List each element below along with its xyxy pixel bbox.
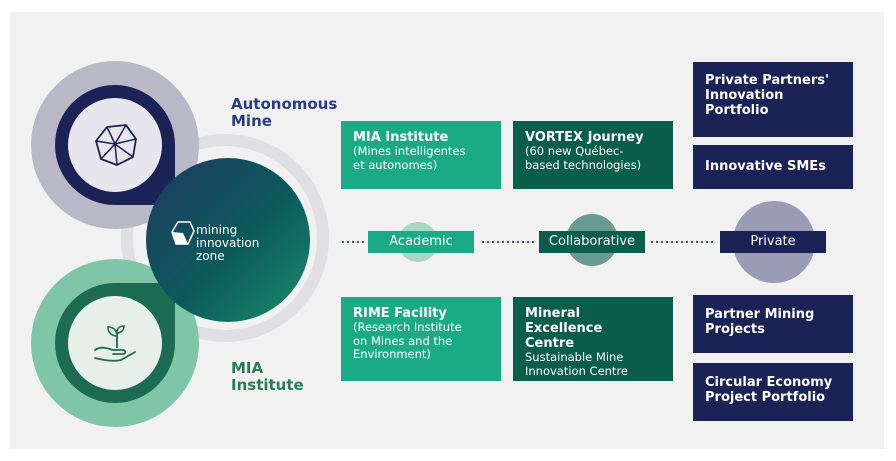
box-title: Projects bbox=[705, 322, 765, 337]
box-subtitle: based technologies) bbox=[525, 157, 642, 172]
box-title: Partner Mining bbox=[705, 307, 815, 322]
title-line: Autonomous bbox=[231, 95, 338, 113]
partner-mining-projects-box: Partner Mining Projects bbox=[693, 295, 853, 353]
hub-label-line: innovation bbox=[196, 236, 260, 250]
title-line: MIA bbox=[231, 359, 264, 377]
box-title: RIME Facility bbox=[353, 306, 447, 321]
box-title: Portfolio bbox=[705, 103, 769, 118]
box-title: Innovative SMEs bbox=[705, 159, 826, 174]
box-title: VORTEX Journey bbox=[525, 130, 644, 145]
hub-circle bbox=[146, 158, 310, 322]
box-title: Centre bbox=[525, 336, 575, 351]
box-title: Innovation bbox=[705, 88, 784, 103]
box-title: Circular Economy bbox=[705, 375, 833, 390]
private-pill: Private bbox=[720, 231, 826, 253]
box-subtitle: (Research Institute bbox=[353, 320, 462, 334]
box-subtitle: et autonomes) bbox=[353, 157, 438, 172]
seedling-hand-icon bbox=[94, 325, 136, 362]
box-title: Project Portfolio bbox=[705, 390, 826, 405]
rock-icon bbox=[95, 124, 137, 166]
hub-label-line: mining bbox=[196, 223, 238, 237]
box-subtitle: Innovation Centre bbox=[525, 363, 628, 378]
mineral-excellence-centre-box: Mineral Excellence Centre Sustainable Mi… bbox=[513, 297, 673, 381]
autonomous-mine-title: Autonomous Mine bbox=[231, 96, 337, 130]
circular-economy-box: Circular Economy Project Portfolio bbox=[693, 363, 853, 421]
rime-facility-box: RIME Facility (Research Institute on Min… bbox=[341, 297, 501, 381]
private-partners-box: Private Partners' Innovation Portfolio bbox=[693, 62, 853, 137]
box-subtitle: Environment) bbox=[353, 347, 431, 361]
vortex-journey-box: VORTEX Journey (60 new Québec- based tec… bbox=[513, 121, 673, 189]
collaborative-pill: Collaborative bbox=[539, 231, 645, 253]
box-title: MIA Institute bbox=[353, 130, 449, 145]
hub-label: mining innovation zone bbox=[196, 224, 259, 263]
hub-label-line: zone bbox=[196, 249, 225, 263]
box-subtitle: Sustainable Mine bbox=[525, 350, 624, 364]
mia-institute-box: MIA Institute (Mines intelligentes et au… bbox=[341, 121, 501, 189]
mia-institute-title: MIA Institute bbox=[231, 360, 304, 394]
mining-innovation-zone-logo-icon bbox=[171, 221, 195, 245]
box-subtitle: on Mines and the bbox=[353, 333, 453, 348]
box-subtitle: (Mines intelligentes bbox=[353, 144, 466, 158]
box-subtitle: (60 new Québec- bbox=[525, 144, 624, 158]
box-title: Private Partners' bbox=[705, 73, 829, 88]
academic-pill: Academic bbox=[368, 231, 474, 253]
title-line: Institute bbox=[231, 376, 304, 394]
box-title: Mineral Excellence bbox=[525, 306, 603, 336]
title-line: Mine bbox=[231, 112, 272, 130]
innovative-smes-box: Innovative SMEs bbox=[693, 145, 853, 189]
